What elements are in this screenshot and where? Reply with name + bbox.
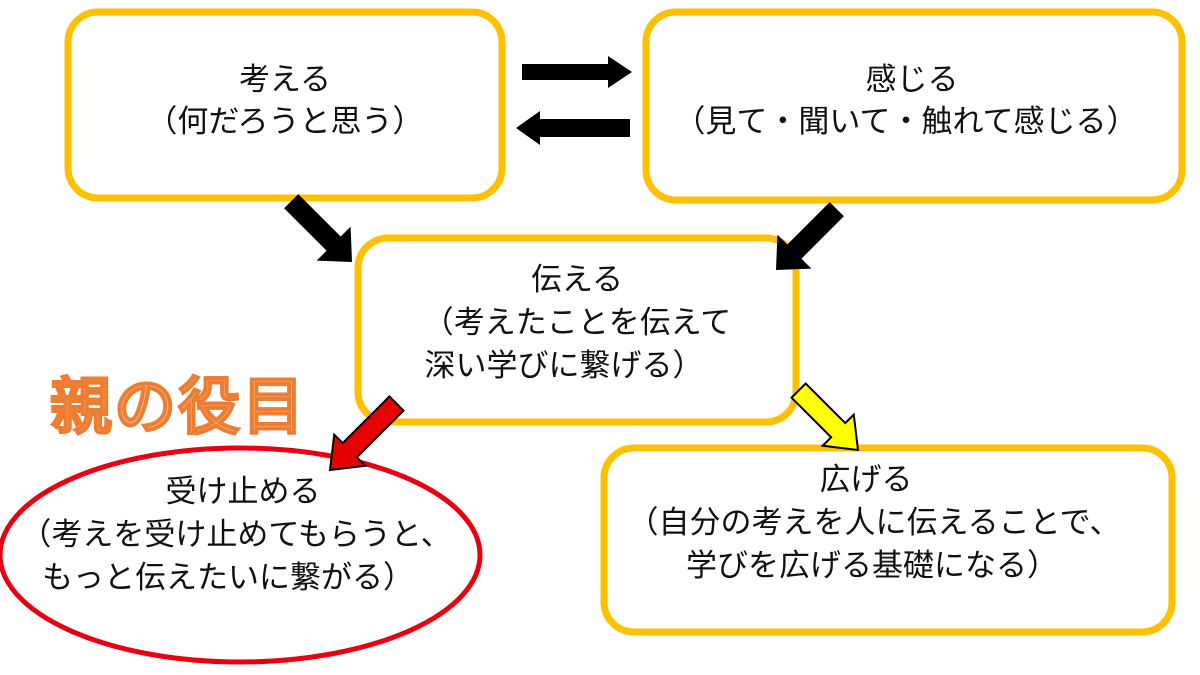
think-box — [64, 8, 506, 202]
arrow-feel-to-convey — [776, 202, 844, 270]
think-title: 考える — [239, 62, 331, 98]
role-label: 親の役目 — [50, 370, 306, 443]
feel-box — [642, 8, 1186, 204]
receive-detail-2: もっと伝えたいに繋がる） — [42, 560, 414, 596]
convey-detail-2: 深い学びに繋げる） — [425, 348, 704, 384]
spread-detail-2: 学びを広げる基礎になる） — [686, 548, 1058, 584]
think-detail: （何だろうと思う） — [146, 104, 423, 140]
feel-detail: （見て・聞いて・触れて感じる） — [674, 104, 1137, 140]
convey-title: 伝える — [531, 262, 623, 298]
arrow-convey-to-receive — [328, 395, 405, 472]
arrow-feel-to-think — [516, 111, 630, 145]
arrow-think-to-convey — [284, 194, 352, 262]
arrow-think-to-feel — [522, 56, 632, 88]
receive-ellipse — [0, 445, 483, 665]
convey-detail-1: （考えたことを伝えて — [423, 305, 731, 341]
arrow-convey-to-spread — [790, 382, 860, 452]
convey-box — [354, 234, 800, 426]
feel-title: 感じる — [866, 62, 959, 98]
receive-detail-1: （考えを受け止めてもらうと、 — [20, 517, 451, 553]
spread-detail-1: （自分の考えを人に伝えることで、 — [628, 505, 1121, 541]
spread-title: 広げる — [820, 462, 913, 498]
spread-box — [600, 444, 1176, 636]
receive-title: 受け止める — [166, 474, 321, 510]
